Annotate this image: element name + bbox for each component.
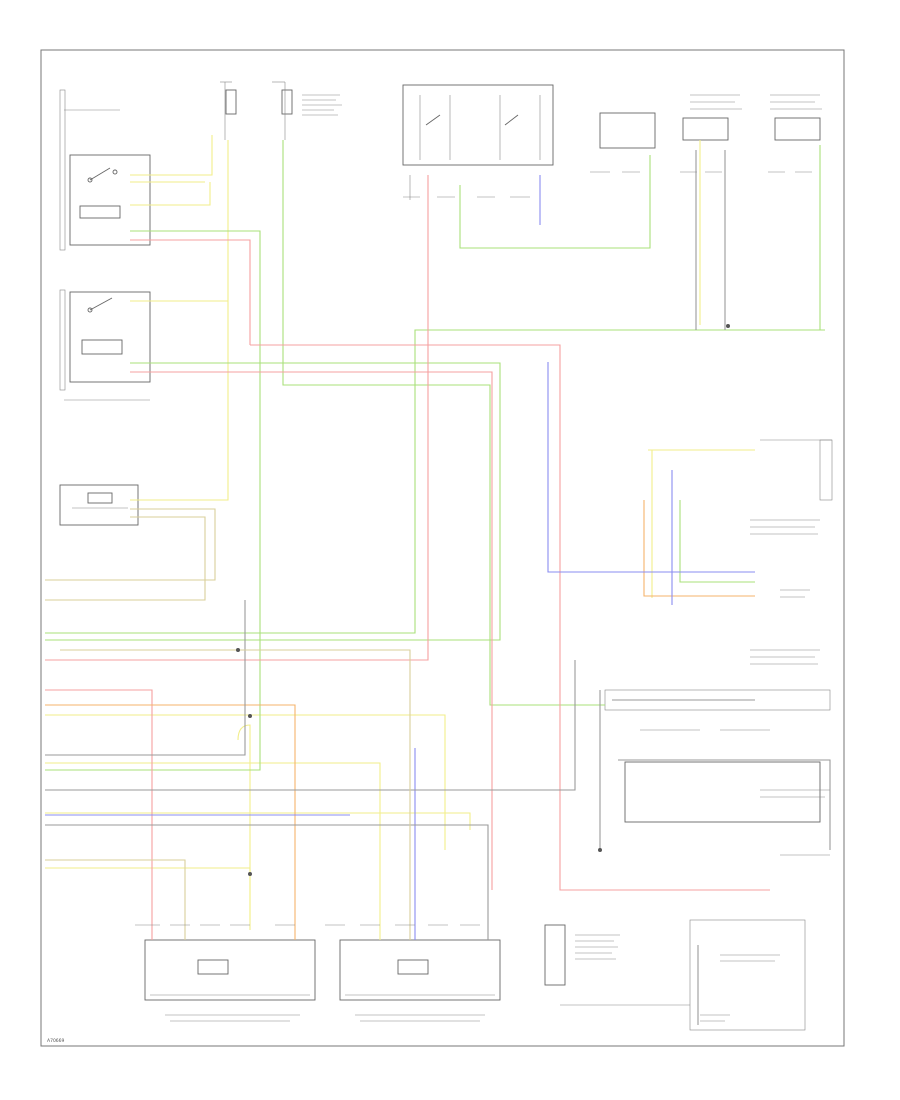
connector-pins-top xyxy=(403,171,812,198)
left-relay-module xyxy=(59,484,139,526)
wire-grey xyxy=(45,150,831,1025)
passenger-seat-heater-switch xyxy=(59,289,151,401)
right-side-components xyxy=(604,439,833,856)
top-fuse-block xyxy=(220,81,342,140)
wire-yellow xyxy=(45,135,755,940)
diagram-frame xyxy=(40,49,845,1047)
passenger-seat-heater-element xyxy=(339,939,501,1022)
wire-orange xyxy=(45,500,755,940)
wire-blue xyxy=(45,175,755,940)
wire-red xyxy=(45,175,770,940)
driver-seat-heater-element xyxy=(144,939,316,1022)
driver-seat-heater-switch xyxy=(59,89,151,251)
diagram-code: A70669 xyxy=(47,1038,65,1044)
wire-tan xyxy=(45,508,411,940)
junction-dots xyxy=(236,324,730,876)
bottom-right-modules xyxy=(544,919,806,1031)
climate-control-module xyxy=(402,84,554,200)
wire-green xyxy=(45,140,825,771)
top-right-sensors xyxy=(599,94,822,149)
